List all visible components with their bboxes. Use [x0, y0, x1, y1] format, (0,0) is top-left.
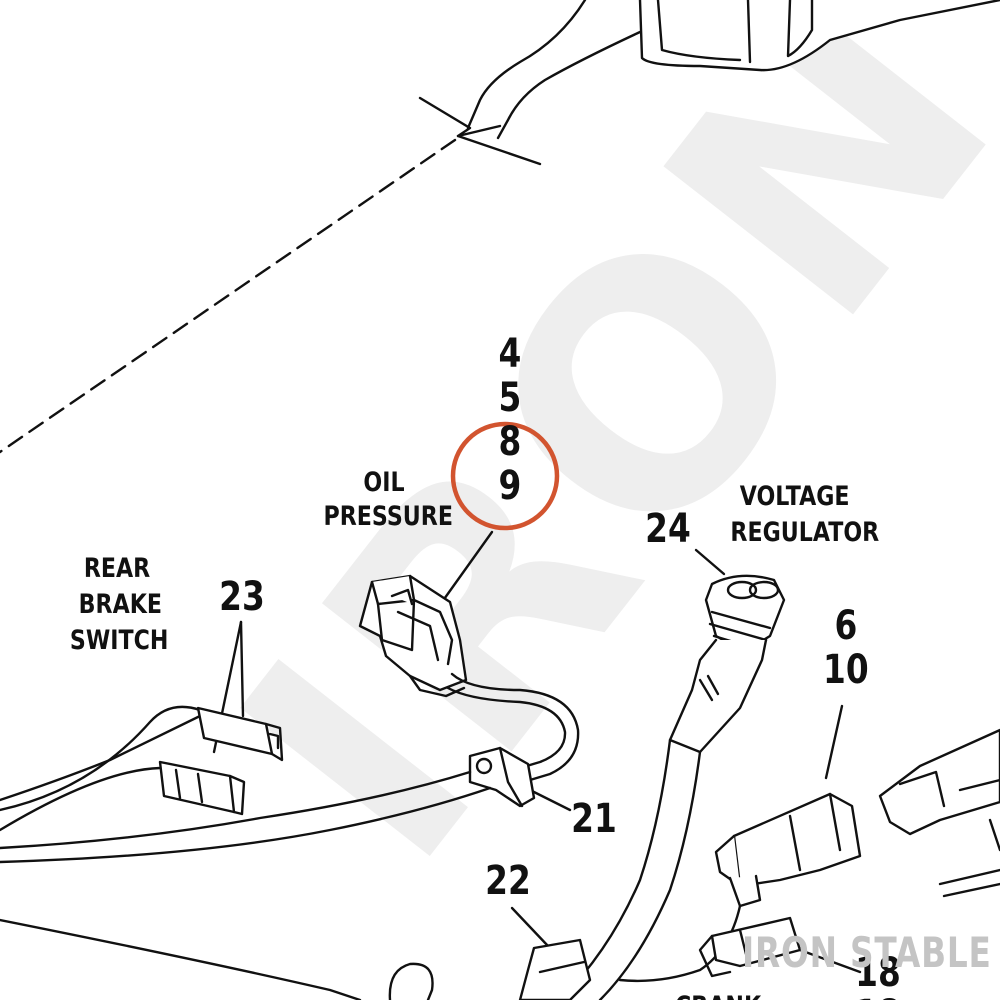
callout-24: 24: [645, 506, 691, 552]
lower-loop: [388, 962, 434, 1000]
leader-oil: [440, 530, 494, 604]
right-connector: [878, 728, 1000, 836]
label-voltage-regulator-line1: VOLTAGE: [739, 481, 850, 512]
connector-6-10: [714, 792, 862, 908]
label-oil-pressure-line2: PRESSURE: [323, 501, 453, 532]
leader-22: [510, 906, 550, 948]
oil-wire: [446, 686, 567, 770]
connector-22: [518, 938, 592, 1000]
callout-22: 22: [485, 858, 531, 904]
label-crank-partial: CRANK: [675, 990, 761, 1000]
connector-18: [698, 916, 802, 978]
callout-4: 4: [498, 331, 522, 377]
highlight-circle: [450, 421, 560, 531]
callout-5: 5: [498, 375, 522, 421]
leader-24: [694, 548, 726, 576]
callout-10: 10: [823, 647, 869, 693]
leader-6: [824, 704, 844, 780]
top-connector: [418, 0, 1000, 166]
callout-stack-oil: 4 5 8 9: [490, 332, 530, 508]
callout-18-below: 18: [855, 994, 901, 1000]
callout-8: 8: [498, 419, 522, 465]
callout-9: 9: [498, 463, 522, 509]
leader-18: [798, 948, 862, 974]
label-rear-brake-line1: REAR: [83, 553, 151, 584]
label-rear-brake-line3: SWITCH: [69, 625, 169, 656]
leader-21: [528, 788, 572, 812]
label-rear-brake-line2: BRAKE: [78, 589, 162, 620]
corner-watermark: IRON STABLE: [742, 928, 992, 977]
callout-6: 6: [834, 603, 858, 649]
label-oil-pressure-line1: OIL: [363, 467, 405, 498]
brake-connector-b: [158, 760, 246, 816]
voltage-regulator-connector: [668, 574, 786, 754]
callout-23: 23: [219, 574, 265, 620]
clip-21: [468, 746, 536, 808]
callout-stack-vr: 6 10: [820, 604, 872, 692]
label-voltage-regulator-line2: REGULATOR: [730, 517, 880, 548]
callout-21: 21: [571, 796, 617, 842]
callout-18: 18: [855, 950, 901, 996]
oil-pressure-connector: [358, 574, 468, 698]
dashed-leader: [0, 138, 457, 454]
leader-23b: [239, 620, 245, 718]
brake-connector-a: [196, 706, 284, 762]
